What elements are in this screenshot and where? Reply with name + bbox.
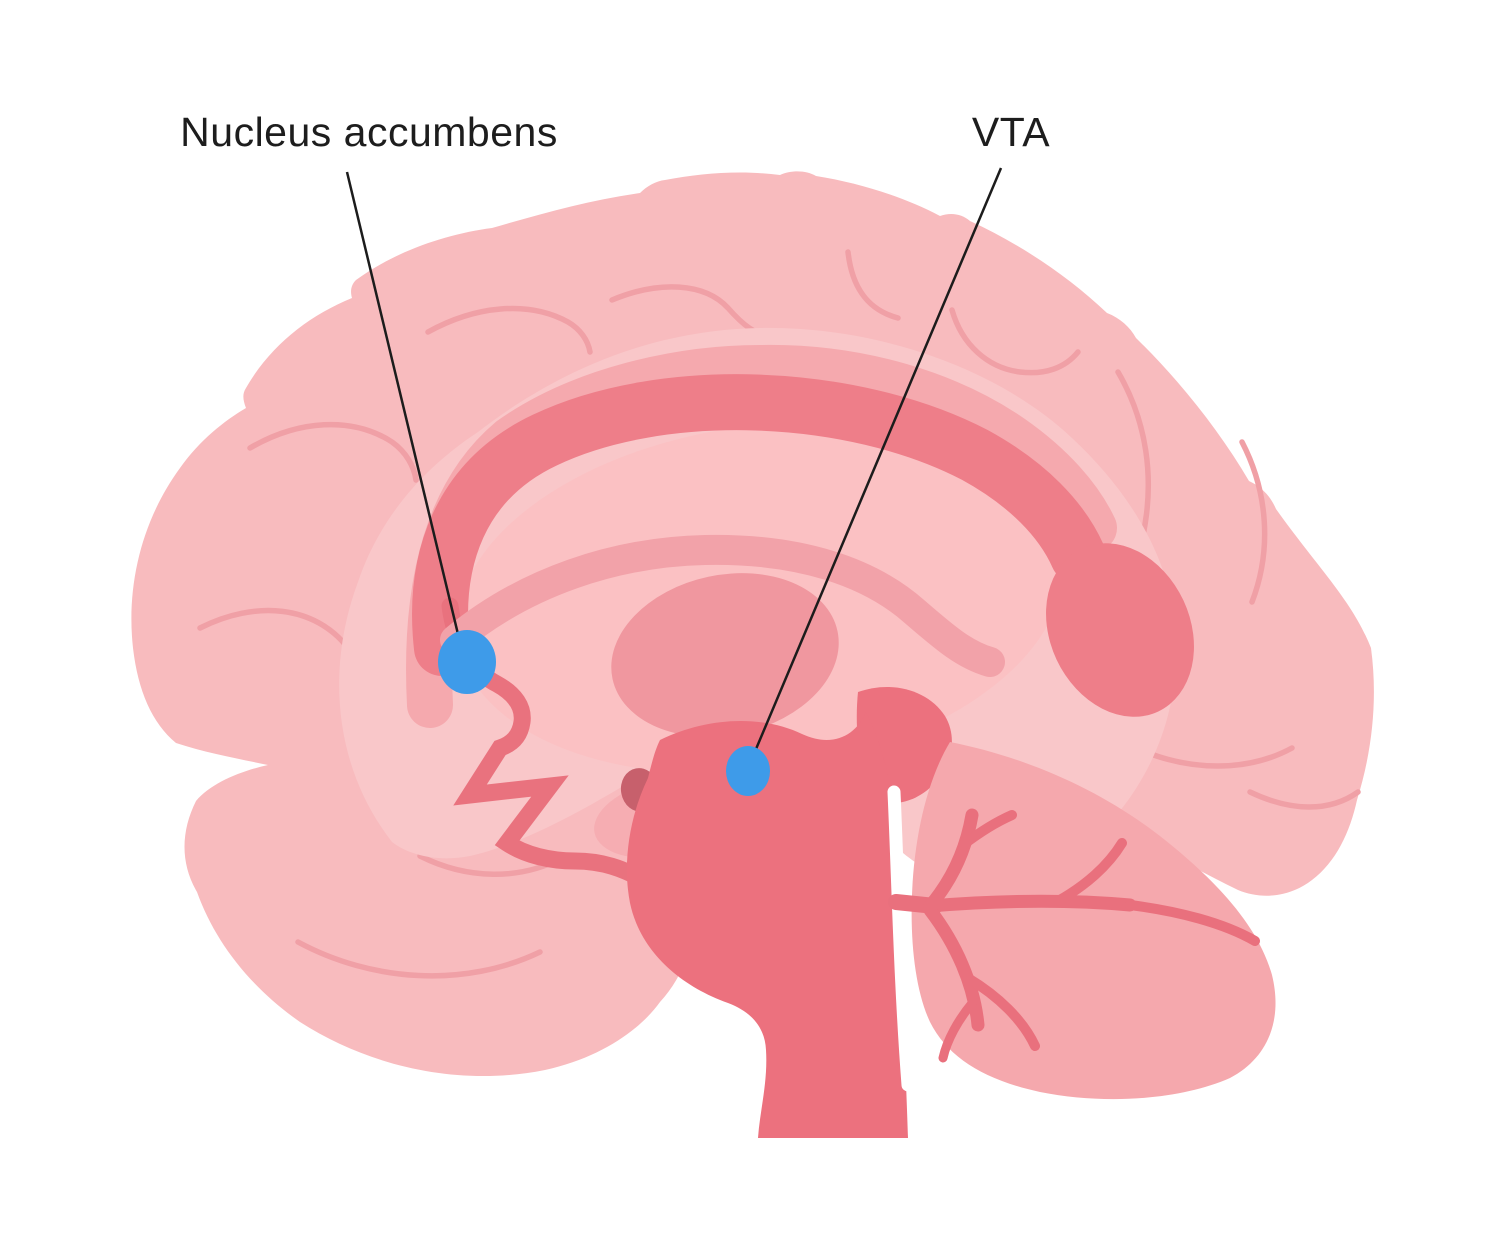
brainstem-shape: [626, 712, 908, 1138]
thalamus-shape: [611, 573, 839, 737]
label-vta: VTA: [972, 109, 1050, 155]
label-nucleus-accumbens: Nucleus accumbens: [180, 109, 558, 155]
brainstem-cerebellum-gap: [887, 785, 915, 1092]
fornix-shape: [440, 534, 1005, 677]
label-line-nucleus-accumbens: [345, 171, 465, 656]
corpus-callosum-shape: [412, 374, 1106, 676]
cerebellum-branches: [888, 808, 1260, 1063]
vta-marker: [726, 746, 770, 796]
splenium-shape: [1046, 543, 1194, 717]
nucleus-accumbens-marker: [438, 630, 496, 694]
label-line-vta: [746, 167, 1003, 769]
